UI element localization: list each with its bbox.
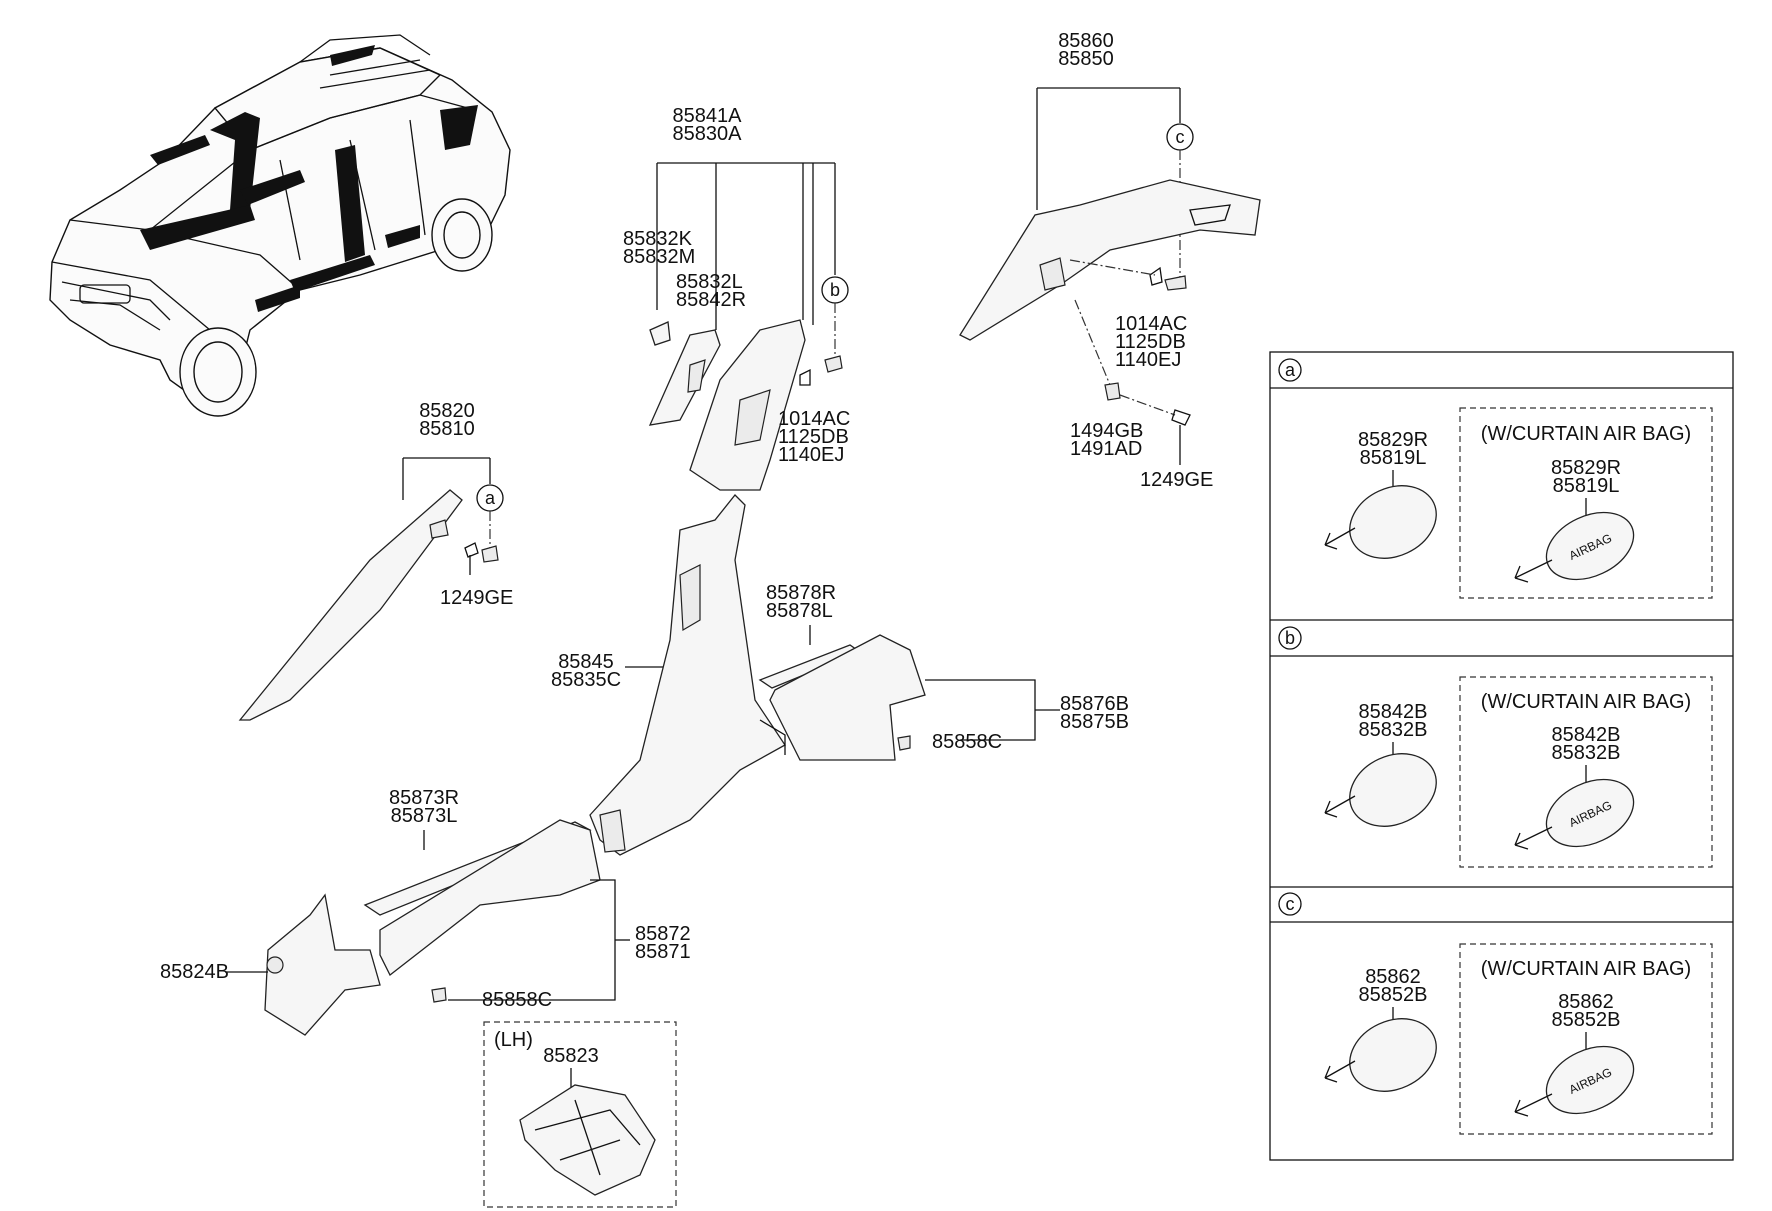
legend-c-opt-top: 85862 bbox=[1558, 991, 1614, 1013]
label-1014AC-b: 1014AC bbox=[778, 408, 850, 430]
legend-c-opt-bottom: 85852B bbox=[1552, 1009, 1621, 1031]
label-1140EJ-c: 1140EJ bbox=[1115, 349, 1181, 371]
legend-letter-a: a bbox=[1285, 360, 1296, 380]
label-1014AC-c: 1014AC bbox=[1115, 313, 1187, 335]
lh-detail-box: (LH) 85823 bbox=[483, 1021, 677, 1208]
label-85835C: 85835C bbox=[551, 669, 621, 691]
label-85832M: 85832M bbox=[623, 246, 695, 268]
label-85873R: 85873R bbox=[389, 787, 459, 809]
pillar-cap-plain-a bbox=[1349, 485, 1437, 559]
callout-letter-a: a bbox=[485, 488, 496, 508]
label-85830A: 85830A bbox=[673, 123, 743, 145]
label-1125DB-c: 1125DB bbox=[1115, 331, 1186, 353]
label-85820: 85820 bbox=[419, 400, 475, 422]
label-85872: 85872 bbox=[635, 923, 691, 945]
pillar-cap-plain-b bbox=[1349, 753, 1437, 827]
lh-dashed-frame bbox=[483, 1021, 677, 1208]
legend-a-opt-bottom: 85819L bbox=[1553, 475, 1620, 497]
legend-frame bbox=[1269, 351, 1734, 1161]
legend-a-option-frame bbox=[1459, 407, 1713, 599]
label-85878L: 85878L bbox=[766, 600, 833, 622]
label-85871: 85871 bbox=[635, 941, 691, 963]
label-85832K: 85832K bbox=[623, 228, 693, 250]
airbag-badge-icon bbox=[1545, 778, 1635, 848]
label-85858C-front: 85858C bbox=[482, 989, 552, 1011]
arrow-icon bbox=[1324, 1060, 1356, 1083]
label-85832L: 85832L bbox=[676, 271, 743, 293]
legend-b-opt-top: 85842B bbox=[1552, 724, 1621, 746]
legend-letter-c: c bbox=[1286, 894, 1295, 914]
label-85873L: 85873L bbox=[391, 805, 458, 827]
legend-c-std-bottom: 85852B bbox=[1359, 984, 1428, 1006]
label-85845: 85845 bbox=[558, 651, 614, 673]
label-1125DB-b: 1125DB bbox=[778, 426, 849, 448]
label-lh: (LH) bbox=[494, 1029, 533, 1051]
vehicle-overview-illustration bbox=[49, 34, 511, 417]
legend-c-option-frame bbox=[1459, 943, 1713, 1135]
label-1494GB: 1494GB bbox=[1070, 420, 1143, 442]
legend-b-std-bottom: 85832B bbox=[1359, 719, 1428, 741]
legend-a-std-bottom: 85819L bbox=[1360, 447, 1427, 469]
legend-row-b: b 85842B 85832B (W/CURTAIN AIR BAG) 8584… bbox=[1278, 626, 1713, 868]
legend-b-option: (W/CURTAIN AIR BAG) bbox=[1481, 691, 1691, 713]
arrow-icon bbox=[1324, 527, 1356, 550]
legend-b-option-frame bbox=[1459, 676, 1713, 868]
legend-row-c: c 85862 85852B (W/CURTAIN AIR BAG) 85862… bbox=[1278, 892, 1713, 1135]
callout-letter-c: c bbox=[1176, 127, 1185, 147]
airbag-badge-icon bbox=[1545, 511, 1635, 581]
label-1249GE-a: 1249GE bbox=[440, 587, 513, 609]
legend-row-a: a 85829R 85819L (W/CURTAIN AIR BAG) 8582… bbox=[1278, 358, 1713, 599]
label-85850: 85850 bbox=[1058, 48, 1114, 70]
arrow-icon bbox=[1324, 795, 1356, 818]
b-pillar-lower-group: 85845 85835C bbox=[551, 494, 786, 856]
rear-scuff-group: 85878R 85878L 85876B 85875B 85858C bbox=[758, 582, 1129, 761]
label-85841A: 85841A bbox=[673, 105, 743, 127]
c-pillar-group: 85860 85850 c 1014AC 1125DB 1140EJ 1494G… bbox=[959, 30, 1261, 491]
legend-b-opt-bottom: 85832B bbox=[1552, 742, 1621, 764]
label-1249GE-c: 1249GE bbox=[1140, 469, 1213, 491]
arrow-icon bbox=[1514, 559, 1553, 583]
callout-letter-b: b bbox=[830, 280, 840, 300]
legend-a-option: (W/CURTAIN AIR BAG) bbox=[1481, 423, 1691, 445]
pillar-cap-plain-c bbox=[1349, 1018, 1437, 1092]
arrow-icon bbox=[1514, 826, 1553, 850]
label-85842R: 85842R bbox=[676, 289, 746, 311]
label-1491AD: 1491AD bbox=[1070, 438, 1142, 460]
legend-b-std-top: 85842B bbox=[1359, 701, 1428, 723]
legend-letter-b: b bbox=[1285, 628, 1295, 648]
kick-panel-group: 85824B bbox=[160, 893, 381, 1036]
label-85823: 85823 bbox=[543, 1045, 599, 1067]
arrow-icon bbox=[1514, 1093, 1553, 1117]
airbag-badge-icon bbox=[1545, 1045, 1635, 1115]
legend-c-option: (W/CURTAIN AIR BAG) bbox=[1481, 958, 1691, 980]
label-85878R: 85878R bbox=[766, 582, 836, 604]
legend-c-std-top: 85862 bbox=[1365, 966, 1421, 988]
legend-a-std-top: 85829R bbox=[1358, 429, 1428, 451]
label-85875B: 85875B bbox=[1060, 711, 1129, 733]
legend-table: a 85829R 85819L (W/CURTAIN AIR BAG) 8582… bbox=[1269, 351, 1734, 1161]
label-85876B: 85876B bbox=[1060, 693, 1129, 715]
label-1140EJ-b: 1140EJ bbox=[778, 444, 844, 466]
a-pillar-group: 85820 85810 a 1249GE bbox=[238, 400, 513, 721]
legend-a-opt-top: 85829R bbox=[1551, 457, 1621, 479]
label-85860: 85860 bbox=[1058, 30, 1114, 52]
front-scuff-group: 85873R 85873L 85872 85871 85858C bbox=[363, 787, 691, 1011]
label-85858C-rear: 85858C bbox=[932, 731, 1002, 753]
label-85824B: 85824B bbox=[160, 961, 229, 983]
label-85810: 85810 bbox=[419, 418, 475, 440]
b-pillar-upper-group: 85841A 85830A 85832K 85832M 85832L 85842… bbox=[623, 105, 850, 491]
